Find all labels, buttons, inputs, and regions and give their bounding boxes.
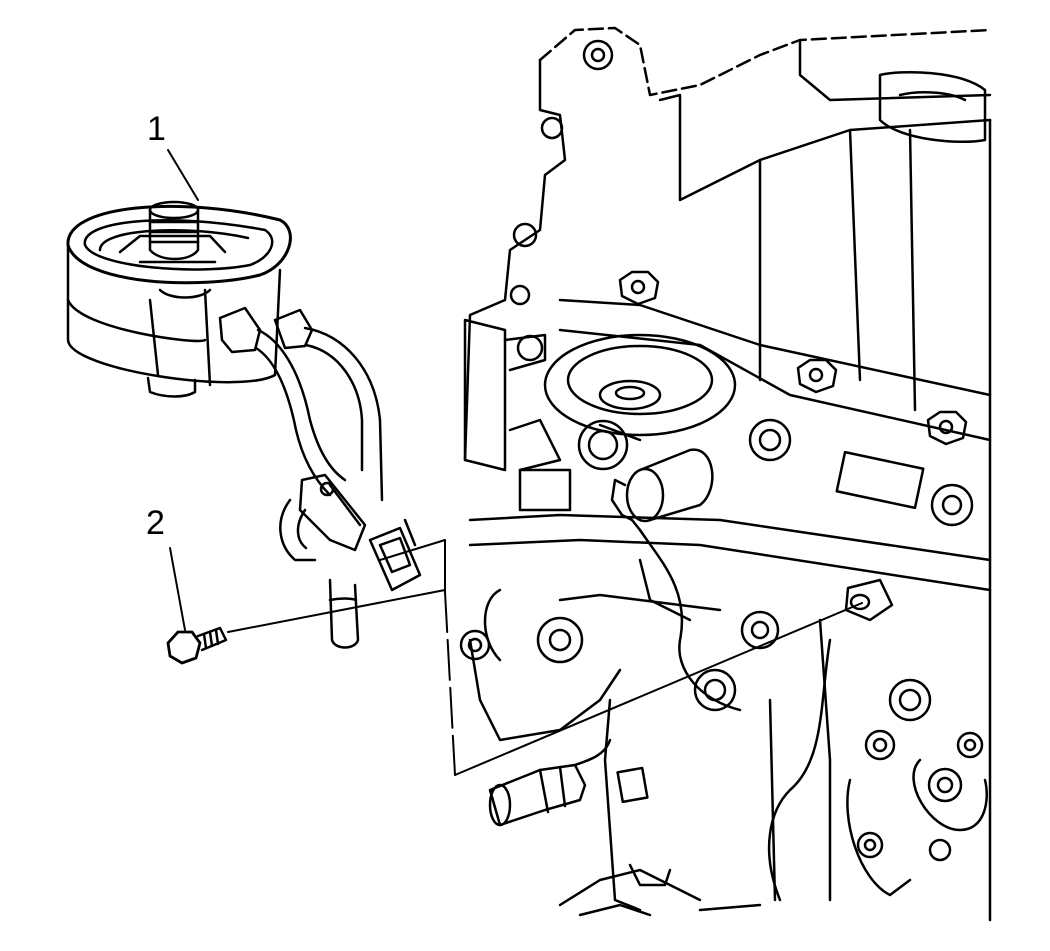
leader-lines <box>167 149 863 776</box>
block-bolt-upper-left <box>618 270 660 306</box>
callout-label-1: 1 <box>147 110 166 148</box>
bolt-axis-break <box>444 591 456 776</box>
oil-cooler-bolt <box>166 626 228 665</box>
harness-connector <box>488 738 612 827</box>
block-bolt-upper-mid <box>796 358 838 394</box>
filter-mount-pad <box>516 333 737 437</box>
callout-1-leader <box>167 149 199 201</box>
callout-label-2: 2 <box>146 504 165 542</box>
bolt-mounting-hole <box>844 578 894 622</box>
bolt-axis-line-a <box>227 589 446 633</box>
lower-sensor-harness <box>616 638 832 902</box>
bolt-axis-line-b <box>454 602 863 776</box>
oil-pressure-sensor <box>577 419 742 712</box>
oil-cooler-assembly <box>66 200 422 649</box>
engine-block <box>459 26 992 922</box>
block-bolt-upper-right <box>926 410 968 446</box>
callout-2-leader <box>169 547 186 631</box>
